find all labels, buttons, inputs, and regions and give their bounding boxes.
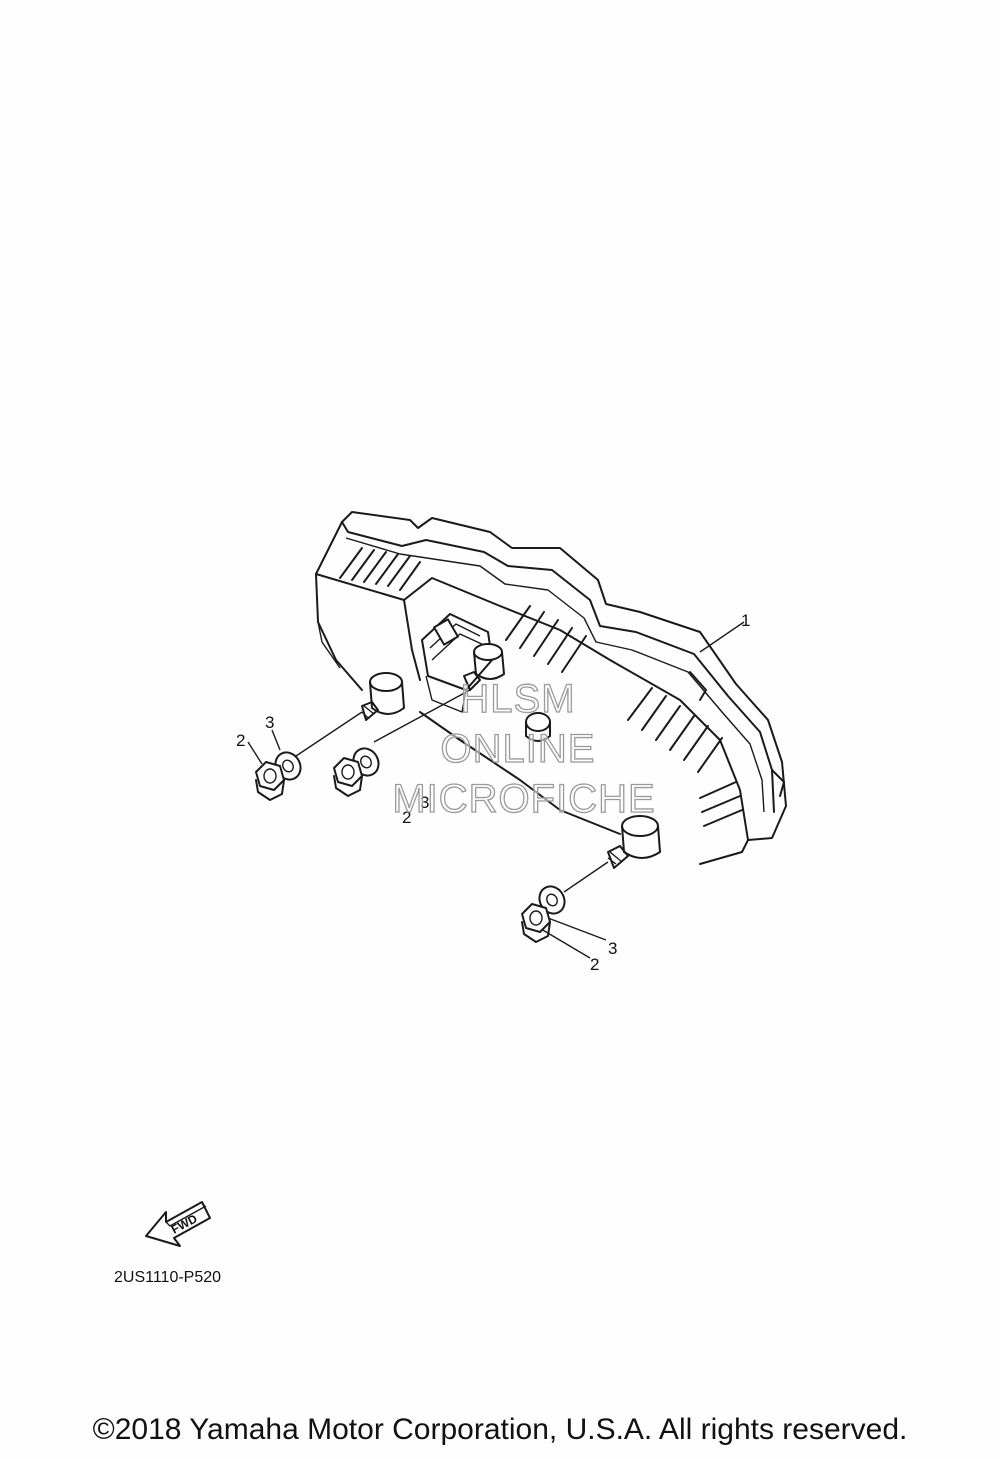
flange-nut-left: [255, 761, 285, 801]
callout-nut-bottom: 2: [590, 955, 599, 974]
vent-ribs-left: [339, 547, 421, 591]
stud-middle: [463, 643, 505, 691]
flange-nut-middle: [333, 757, 363, 797]
callout-nut-left: 2: [236, 731, 245, 750]
vent-ribs-middle: [505, 605, 587, 673]
callout-washer-middle: 3: [420, 793, 429, 812]
watermark: HLSM ONLINE MICROFICHE: [392, 676, 656, 821]
watermark-line-3: MICROFICHE: [392, 777, 655, 821]
copyright-notice: ©2018 Yamaha Motor Corporation, U.S.A. A…: [92, 1413, 908, 1446]
flange-nut-bottom: [521, 903, 551, 943]
stud-left: [361, 672, 405, 721]
fwd-arrow-icon: FWD: [145, 1201, 211, 1247]
callout-meter-assembly: 1: [741, 611, 750, 630]
callout-labels: 1 3 2 3 2 3 2: [236, 611, 750, 974]
stud-bottom: [607, 815, 661, 869]
callout-nut-middle: 2: [402, 808, 411, 827]
watermark-line-1: HLSM: [460, 677, 575, 721]
watermark-line-2: ONLINE: [441, 727, 596, 771]
vent-ribs-right: [627, 687, 743, 827]
callout-washer-left: 3: [265, 713, 274, 732]
meter-assembly: [315, 511, 787, 865]
callout-washer-bottom: 3: [608, 939, 617, 958]
part-code: 2US1110-P520: [114, 1269, 221, 1286]
leader-lines: [247, 621, 745, 959]
